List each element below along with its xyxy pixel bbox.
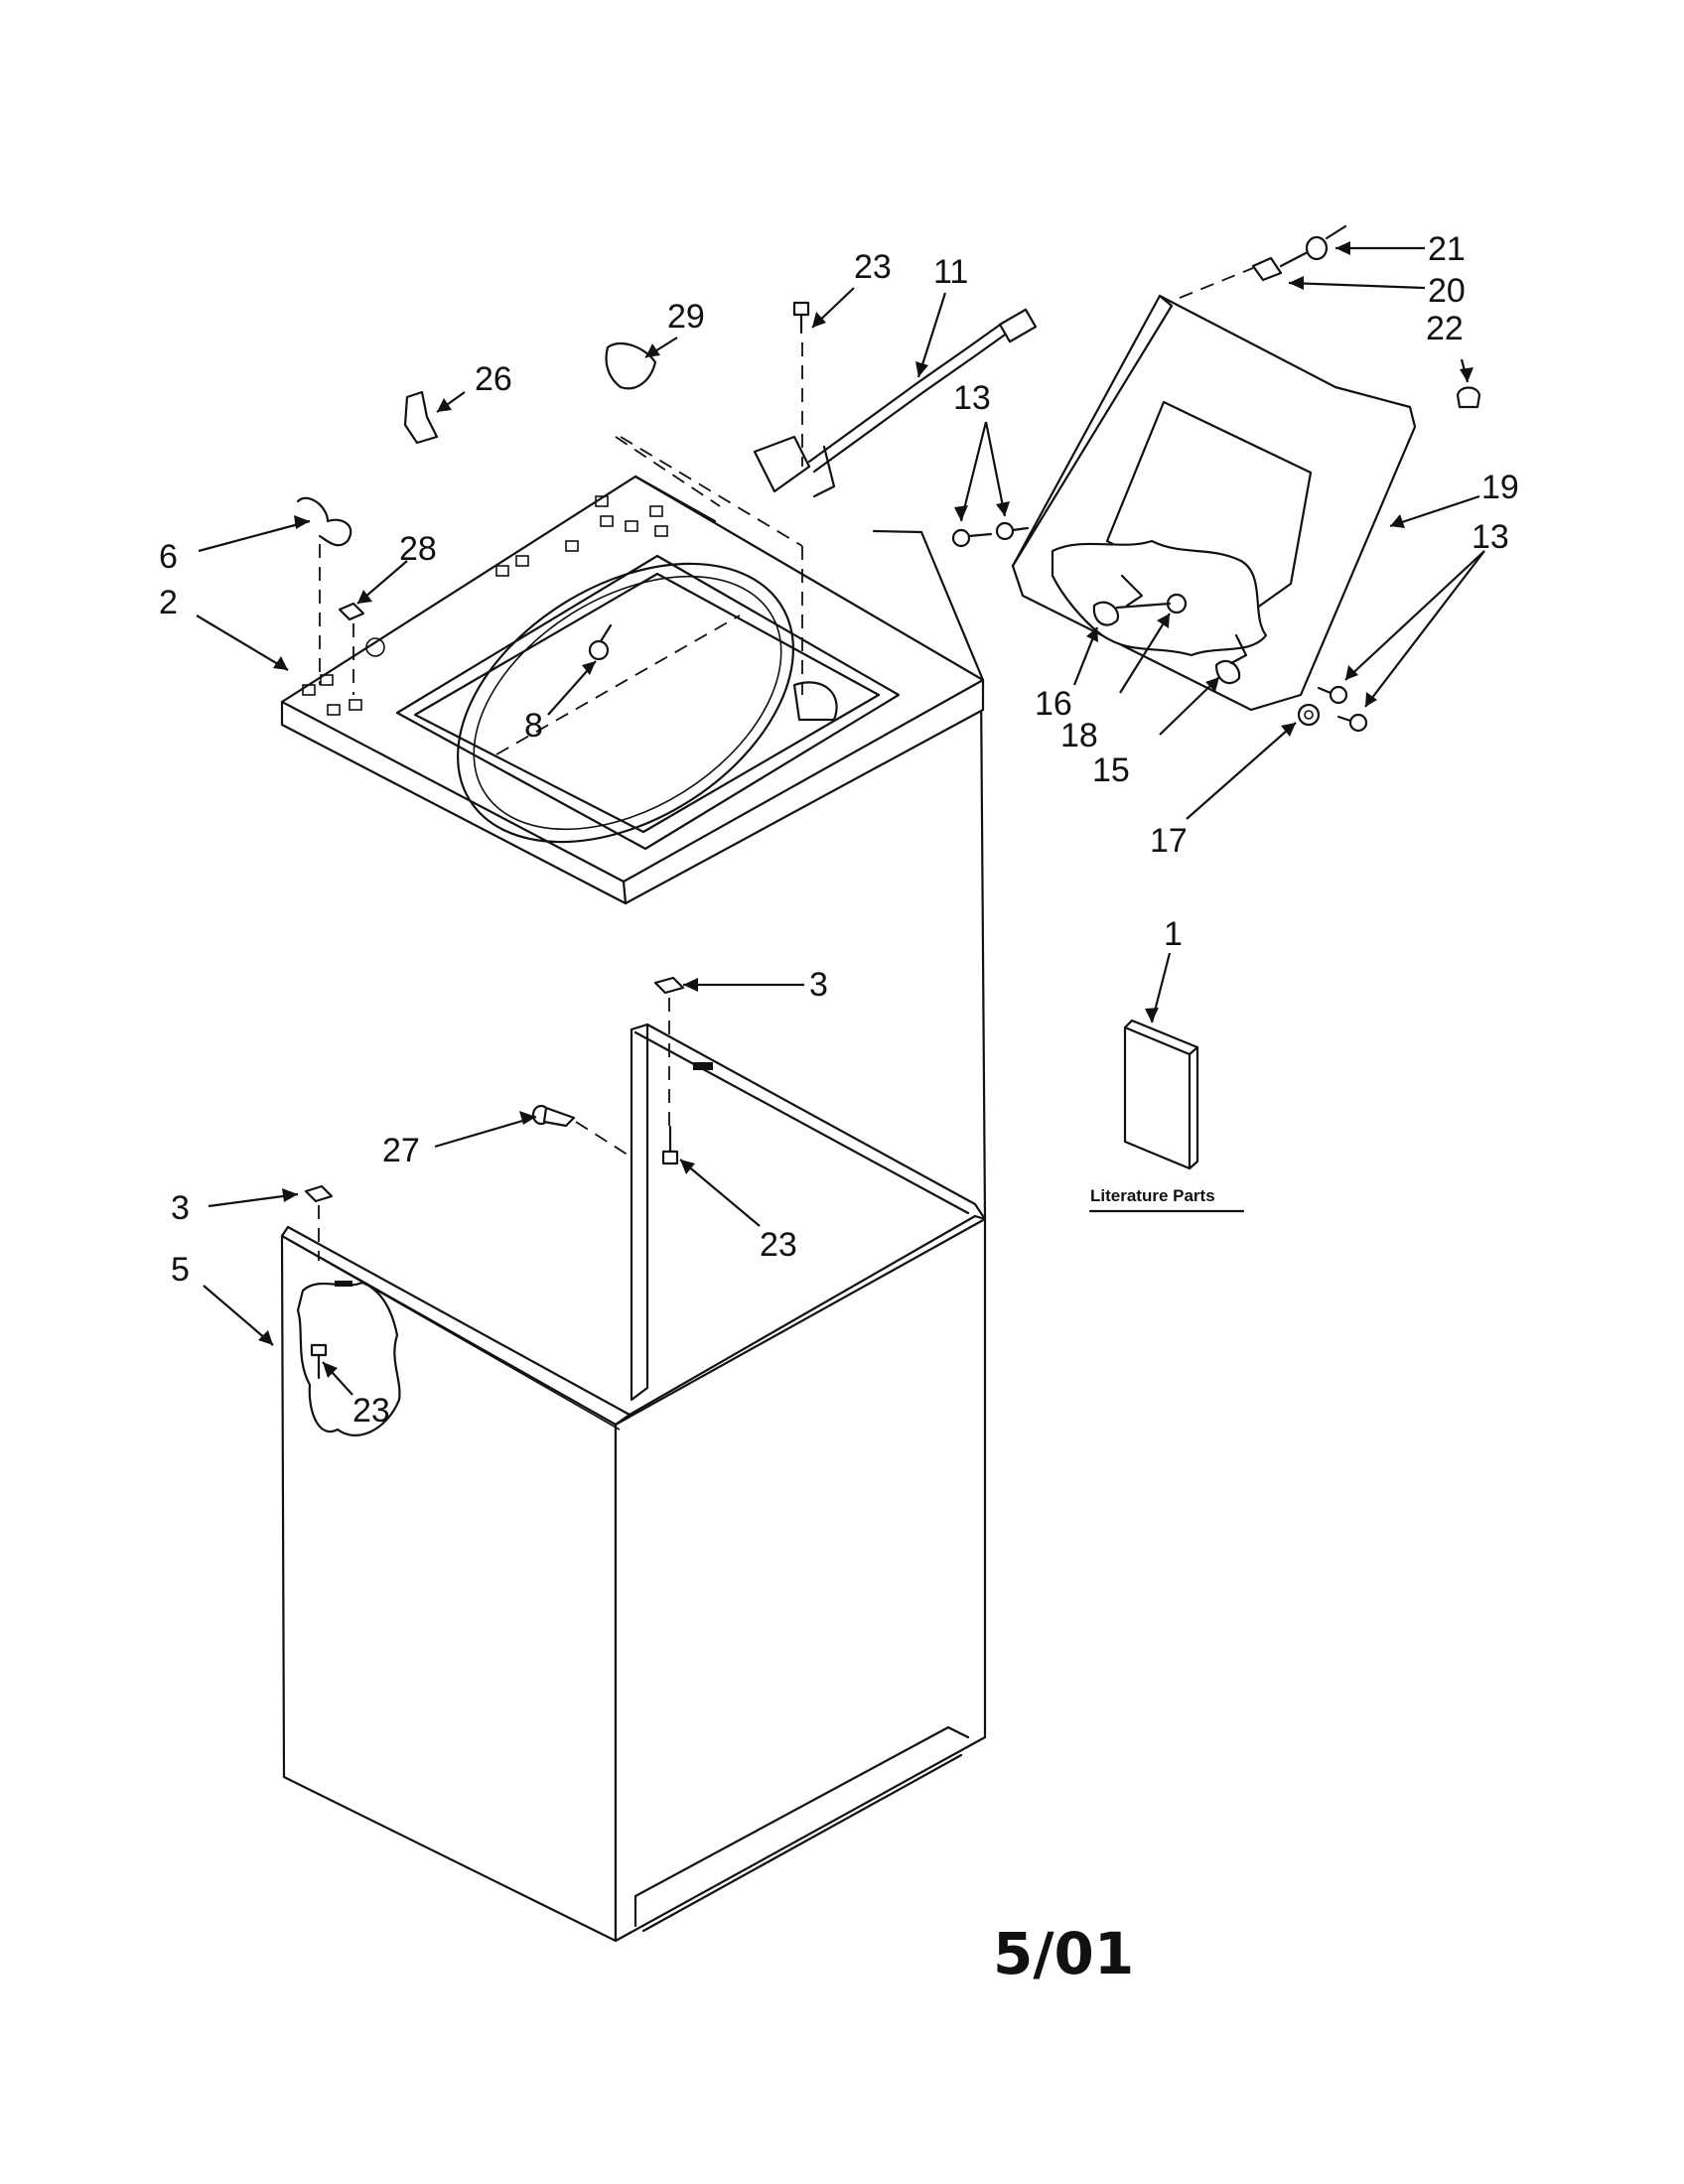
clip-icon (403, 390, 439, 445)
callout-3: 3 (809, 966, 828, 1004)
date-code: 5/01 (993, 1920, 1134, 1987)
literature-booklet (1123, 1019, 1199, 1170)
callout-8: 8 (524, 707, 543, 745)
callout-15: 15 (1092, 751, 1130, 789)
screw-icon (792, 301, 810, 335)
callout-17: 17 (1150, 822, 1188, 860)
callout-23: 23 (760, 1226, 797, 1264)
clip-icon (653, 976, 713, 1132)
callout-22: 22 (1426, 310, 1464, 347)
callout-26: 26 (475, 360, 512, 398)
lid-switch-icon (753, 308, 1038, 498)
cap-icon (605, 341, 803, 547)
screw-icon (531, 1104, 632, 1158)
screw-icon (310, 1343, 328, 1380)
arrowheads (258, 241, 1474, 1378)
callout-13: 13 (953, 379, 991, 417)
hinge-pin-icon (1179, 224, 1481, 409)
callout-23: 23 (854, 248, 892, 286)
callout-20: 20 (1428, 272, 1466, 310)
screw-icon (588, 623, 613, 661)
callout-6: 6 (159, 538, 178, 576)
clip-icon (338, 602, 365, 695)
cabinet (280, 683, 987, 1943)
callout-11: 11 (933, 253, 968, 291)
callout-18: 18 (1060, 717, 1098, 754)
leader-lines (196, 246, 1485, 1396)
lid (1011, 294, 1417, 712)
callout-19: 19 (1481, 469, 1519, 506)
callout-23: 23 (352, 1392, 390, 1430)
screw-icon (1317, 685, 1368, 733)
clip-icon (304, 1184, 334, 1261)
callout-28: 28 (399, 530, 437, 568)
clip-icon (296, 496, 352, 685)
washer-icon (1297, 703, 1321, 727)
literature-parts-label: Literature Parts (1090, 1186, 1215, 1205)
screw-icon (951, 521, 1030, 548)
callout-2: 2 (159, 584, 178, 621)
screw-icon (661, 1125, 679, 1165)
callout-27: 27 (382, 1132, 420, 1169)
callout-5: 5 (171, 1251, 190, 1289)
callout-29: 29 (667, 298, 705, 336)
callout-16: 16 (1035, 685, 1072, 723)
top-panel (280, 436, 985, 905)
callout-1: 1 (1164, 915, 1183, 953)
callout-labels: 21 20 22 23 11 29 26 13 19 13 6 28 2 8 1… (159, 230, 1519, 1430)
callout-3: 3 (171, 1189, 190, 1227)
callout-21: 21 (1428, 230, 1466, 268)
callout-13: 13 (1472, 518, 1509, 556)
